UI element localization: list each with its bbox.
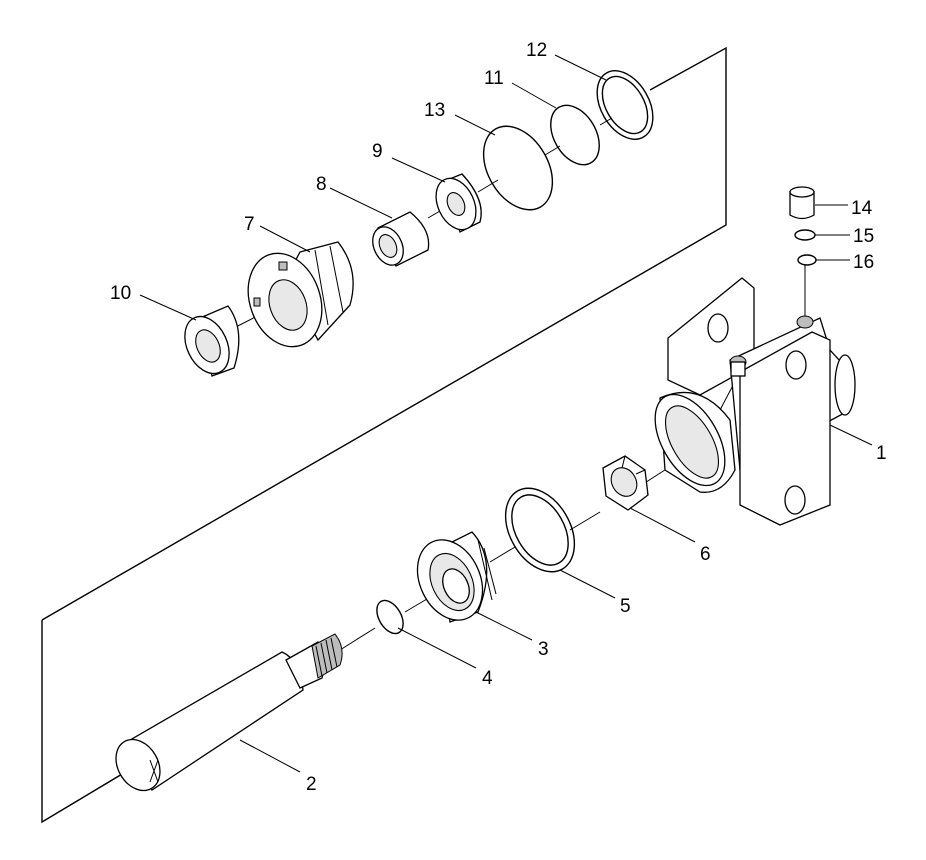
callout-8: 8: [316, 174, 327, 195]
callout-12: 12: [526, 40, 547, 61]
part-12-ring: [596, 70, 654, 140]
callout-15: 15: [853, 226, 874, 247]
part-7-gland-nut: [247, 241, 354, 348]
part-11-o-ring: [550, 104, 600, 166]
callout-11: 11: [484, 68, 504, 89]
part-2-shaft: [115, 633, 343, 792]
callout-10: 10: [110, 283, 131, 304]
callout-6: 6: [700, 544, 711, 565]
part-5-backup-ring: [504, 487, 576, 573]
callout-2: 2: [306, 774, 317, 795]
part-16-o-ring: [797, 254, 817, 266]
callout-1: 1: [876, 443, 887, 464]
callout-16: 16: [853, 252, 874, 273]
callout-14: 14: [851, 198, 873, 219]
part-1-housing: [654, 277, 856, 526]
leader-lines: [139, 54, 873, 773]
part-9-washer: [435, 173, 482, 233]
part-3-piston: [416, 531, 497, 623]
callout-9: 9: [372, 141, 383, 162]
callout-5: 5: [620, 596, 631, 617]
part-13-o-ring: [482, 125, 554, 211]
callout-labels: 1 2 3 4 5 6 7 8 9 10 11 12 13 14 15 16: [110, 40, 887, 795]
callout-4: 4: [482, 668, 493, 689]
callout-7: 7: [244, 214, 255, 235]
part-4-o-ring: [376, 599, 404, 635]
part-8-sleeve: [372, 211, 430, 267]
part-14-cap: [789, 186, 815, 220]
callout-3: 3: [538, 639, 549, 660]
callout-13: 13: [424, 100, 445, 121]
part-10-bushing: [184, 305, 240, 377]
subassembly-frame: [41, 46, 727, 824]
part-6-hex-nut: [602, 455, 649, 511]
part-15-o-ring: [794, 229, 816, 241]
